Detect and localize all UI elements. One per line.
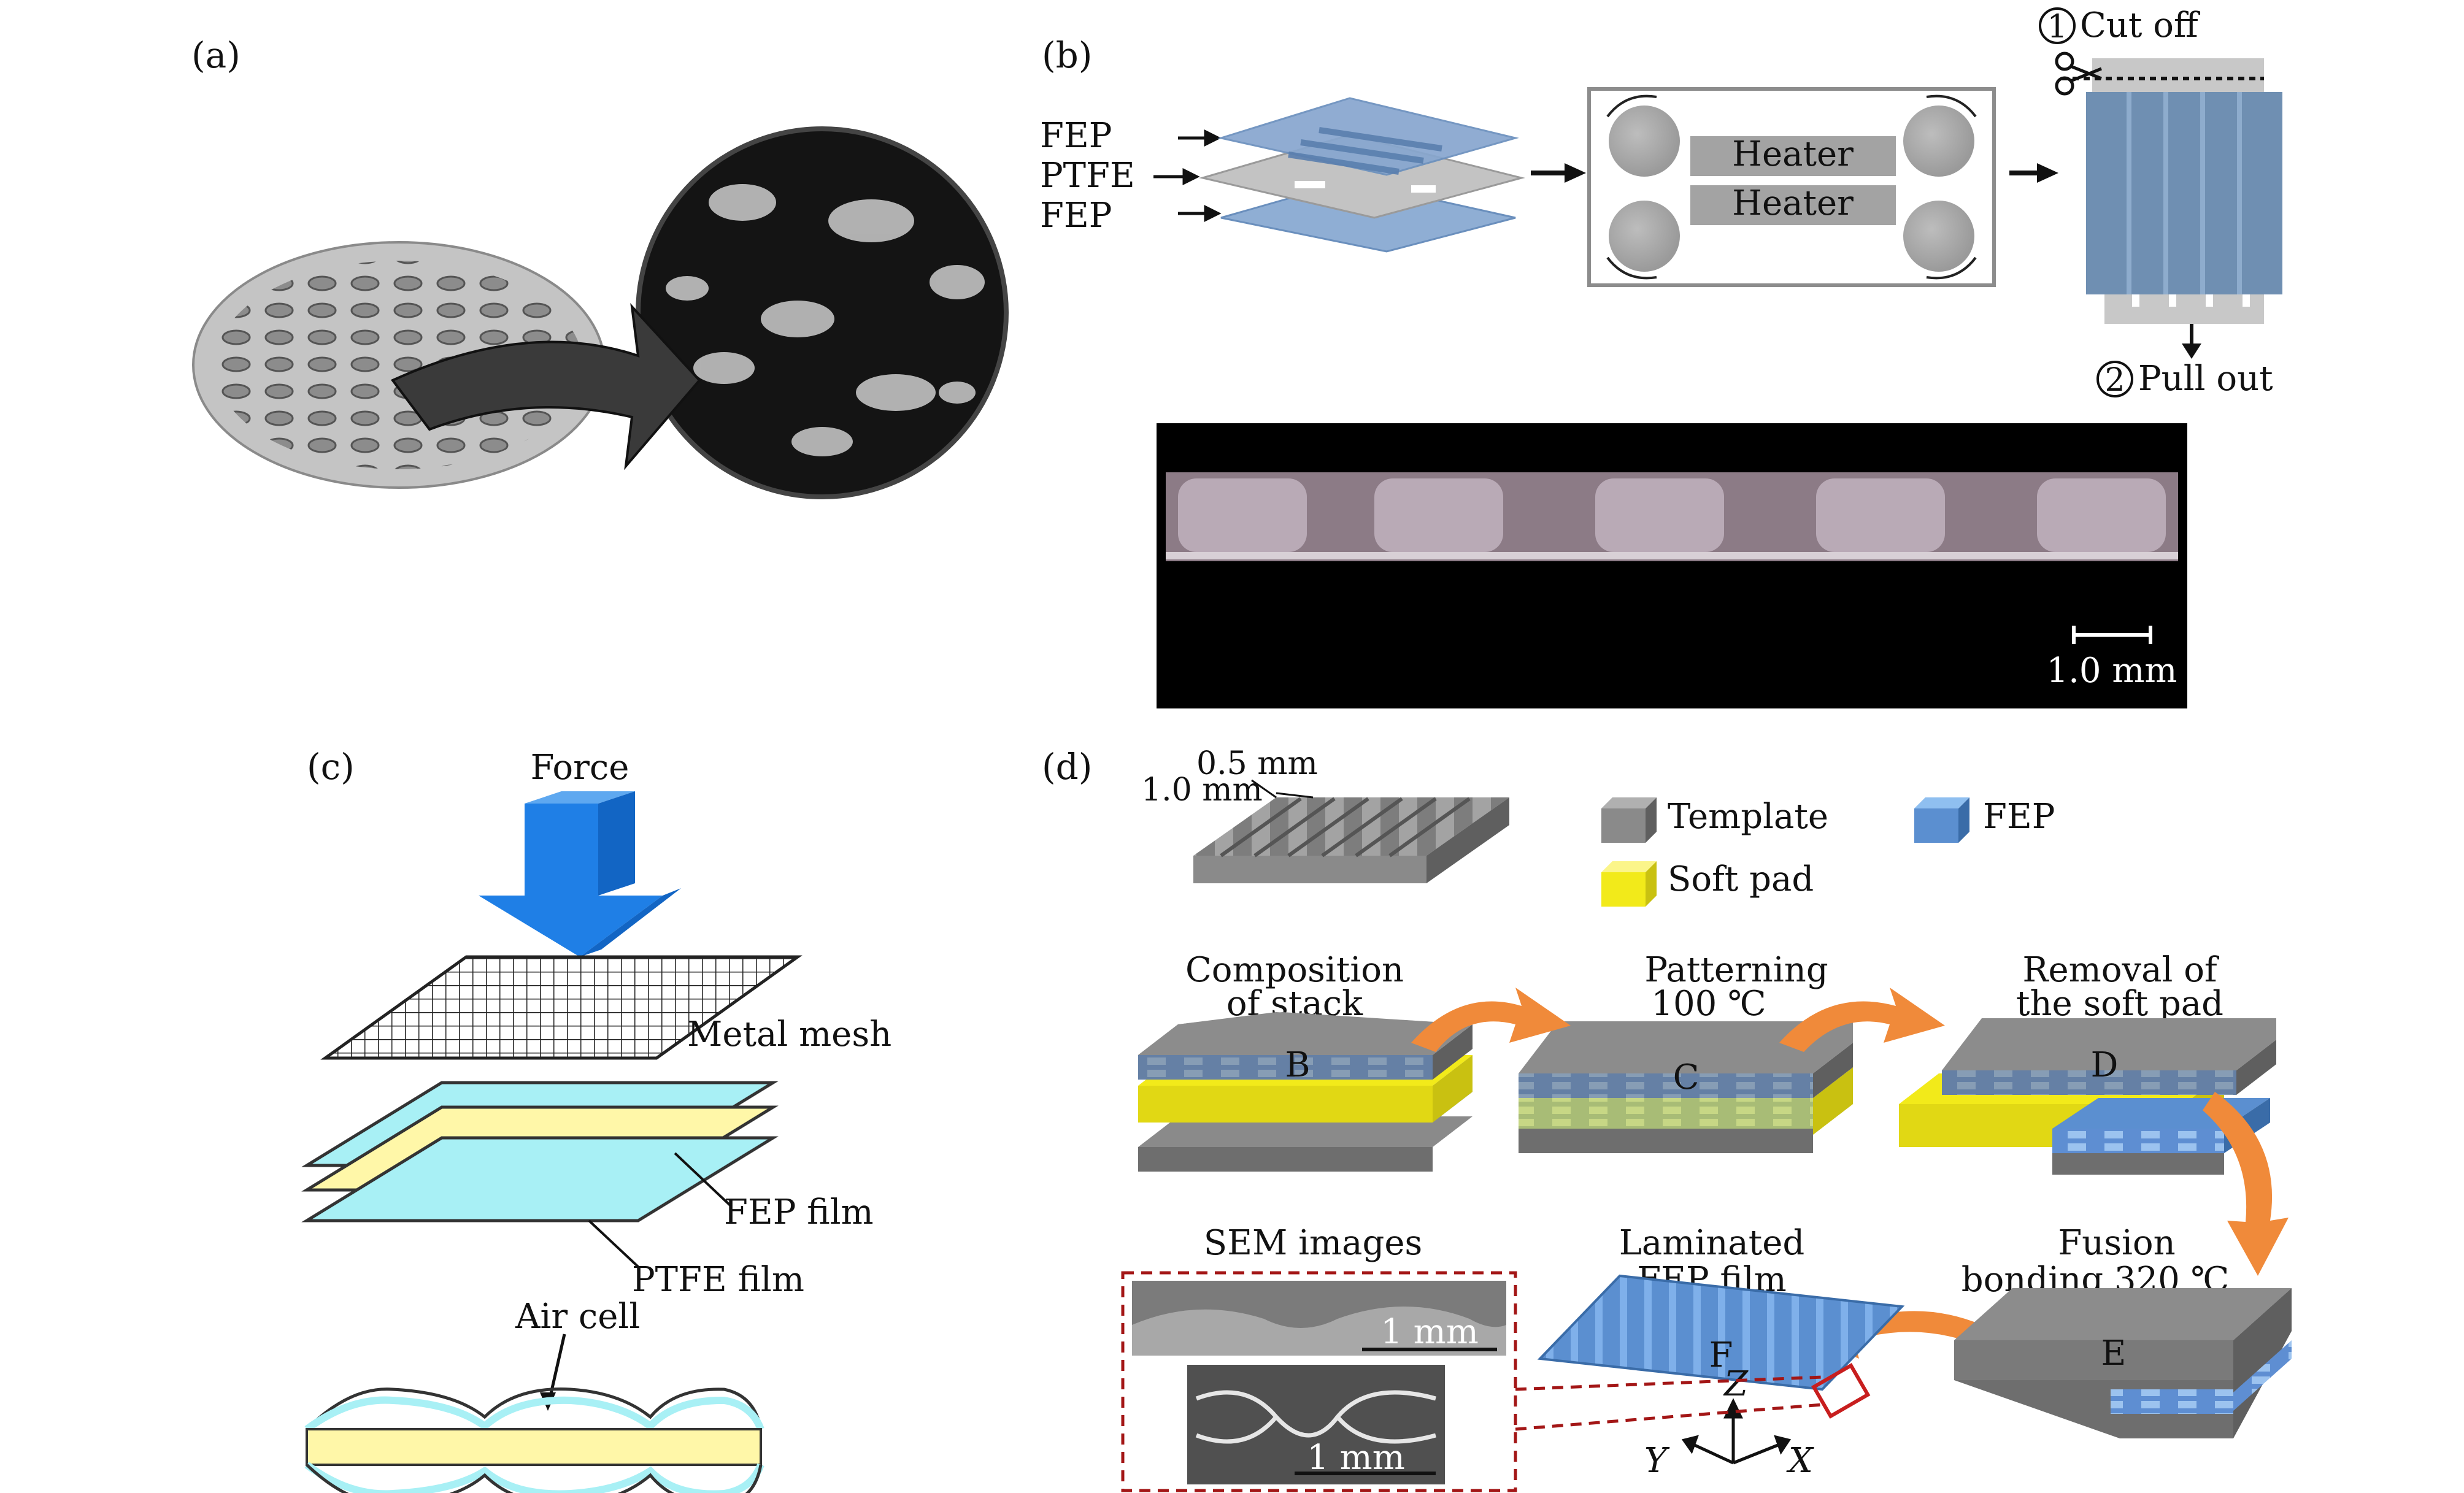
step1-badge: 1	[2039, 7, 2076, 45]
step-e-letter: E	[2101, 1334, 2127, 1373]
step-f-title-1: Laminated	[1619, 1223, 1805, 1263]
step2-number: 2	[2104, 362, 2125, 399]
force-label: Force	[531, 748, 629, 788]
layer-label-fep-top: FEP	[1040, 116, 1112, 156]
strip-gaps	[2132, 294, 2250, 307]
sem-title: SEM images	[1204, 1223, 1423, 1263]
step2-badge: 2	[2096, 361, 2133, 399]
axis-x-label: X	[1786, 1441, 1814, 1481]
layer-label-ptfe: PTFE	[1040, 156, 1135, 196]
layer-label-fep-bottom: FEP	[1040, 196, 1112, 236]
step1-number: 1	[2047, 9, 2067, 45]
legend-fep-swatch	[1914, 797, 1969, 843]
legend-soft-pad-label: Soft pad	[1668, 859, 1814, 899]
bottom-ptfe-film	[301, 1136, 779, 1222]
heater-1-label: Heater	[1732, 134, 1854, 174]
pull-arrow	[2182, 324, 2201, 359]
stack-b	[1138, 1012, 1473, 1172]
panel-b: (b) FEP PTFE FEP	[1040, 6, 2282, 708]
step-c-letter: C	[1673, 1057, 1700, 1097]
sem-frame	[1121, 1271, 1517, 1492]
step2-label: Pull out	[2138, 359, 2273, 399]
roller-tl	[1609, 106, 1680, 177]
panel-c-label: (c)	[307, 746, 355, 788]
dot-pattern-fill	[215, 261, 583, 469]
step-d-title-2: the soft pad	[2016, 984, 2223, 1024]
stack-d	[1899, 1018, 2276, 1175]
sem-dashed-connectors	[1515, 1375, 1823, 1431]
heater-2	[1690, 185, 1896, 225]
legend-template-label: Template	[1668, 797, 1828, 837]
step-b-title-1: Composition	[1185, 950, 1404, 990]
panel-a: (a)	[191, 34, 1009, 499]
legend-soft-pad-swatch	[1601, 861, 1657, 907]
step-d-title-1: Removal of	[2022, 950, 2220, 990]
force-arrow	[479, 791, 681, 957]
axis-z-label: Z	[1723, 1364, 1749, 1404]
photo-scale-bar	[2072, 626, 2152, 644]
sem-region-marker	[1811, 1363, 1871, 1419]
roller-bl	[1609, 201, 1680, 272]
metal-mesh	[320, 955, 803, 1060]
sem-scale-2: 1 mm	[1307, 1438, 1405, 1478]
sheet-channels	[2127, 92, 2242, 294]
sem-image-1-profile	[1132, 1307, 1506, 1356]
legend: Template FEP Soft pad	[1601, 797, 2055, 907]
step-c-title-1: Patterning	[1644, 950, 1828, 990]
air-cell-label: Air cell	[515, 1297, 640, 1337]
air-cell-pointer	[547, 1334, 566, 1402]
roller-rotation-arrows	[1606, 94, 1977, 280]
flow-arrow-1	[1531, 163, 1586, 183]
step1-label: Cut off	[2080, 6, 2201, 45]
panel-c: (c) Force Metal mesh FEP film PTFE film …	[301, 746, 891, 1493]
coordinate-axes	[1681, 1398, 1792, 1465]
roller-br	[1903, 201, 1974, 272]
air-cell-cross-section	[304, 1387, 764, 1493]
film-strip-bottom	[2104, 294, 2264, 324]
ptfe-film-pointer	[588, 1219, 639, 1268]
legend-template-swatch	[1601, 797, 1657, 843]
step-b-letter: B	[1285, 1045, 1310, 1085]
roller-tr	[1903, 106, 1974, 177]
stacked-layers	[1199, 97, 1525, 253]
fep-film-label: FEP film	[724, 1192, 874, 1232]
stack-e	[1954, 1288, 2292, 1438]
panel-b-label: (b)	[1042, 34, 1092, 76]
dim-pointer-2	[1276, 792, 1314, 799]
step-f-letter: F	[1709, 1335, 1733, 1375]
step-c-title-2: 100 ℃	[1651, 984, 1766, 1024]
sem-image-2-profile	[1195, 1390, 1436, 1444]
photo-scale-label: 1.0 mm	[2046, 651, 2177, 691]
stack-c	[1519, 1021, 1853, 1153]
step-d-letter: D	[2091, 1045, 2119, 1085]
photo-bottom-edge	[1166, 552, 2178, 559]
fep-film-pointer	[674, 1152, 731, 1207]
photo-film-bumps	[1178, 478, 2166, 552]
step-e-title-1: Fusion	[2058, 1223, 2175, 1263]
groove-dim-top: 0.5 mm	[1196, 745, 1318, 782]
layer-pointer-arrows	[1153, 129, 1222, 223]
panel-d-label: (d)	[1042, 746, 1092, 788]
axis-y-label: Y	[1644, 1441, 1670, 1481]
sem-image-2	[1187, 1365, 1445, 1484]
transform-arrow	[390, 303, 701, 470]
scissors-icon	[2055, 52, 2102, 96]
sem-scale-1: 1 mm	[1380, 1312, 1479, 1352]
heater-2-label: Heater	[1732, 183, 1854, 223]
groove-dim-left: 1.0 mm	[1141, 772, 1263, 808]
flow-arrow-2	[2009, 163, 2058, 183]
metal-mesh-label: Metal mesh	[687, 1015, 891, 1054]
photo-background	[1157, 423, 2187, 708]
legend-fep-label: FEP	[1983, 797, 2055, 837]
panel-d: (d) 0.5 mm 1.0 mm Template	[1042, 745, 2292, 1492]
heater-1	[1690, 136, 1896, 176]
panel-a-label: (a)	[191, 34, 241, 76]
template-grooved-block	[1193, 797, 1509, 883]
micrograph-highlights	[666, 184, 985, 456]
dim-pointer-1	[1251, 779, 1277, 799]
laminated-sheet	[2086, 92, 2282, 294]
laminated-fep-film	[1537, 1274, 1905, 1391]
ptfe-film-label: PTFE film	[632, 1260, 804, 1300]
